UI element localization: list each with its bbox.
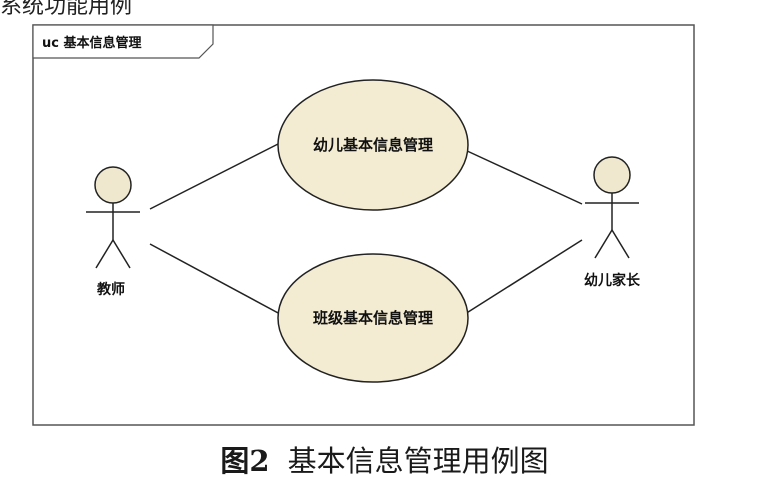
- actor-parent-left-leg: [594, 229, 613, 259]
- actor-teacher-label: 教师: [97, 281, 125, 298]
- figure-number: 图2: [220, 444, 270, 478]
- top-text-fragment: 系统功能用例: [0, 0, 133, 19]
- actor-parent-head: [593, 156, 631, 194]
- actor-teacher-left-leg: [95, 239, 114, 269]
- figure-caption: 图2 基本信息管理用例图: [0, 438, 769, 480]
- usecase-child-info-ellipse: [277, 79, 469, 211]
- usecase-child-info-label: 幼儿基本信息管理: [313, 136, 433, 154]
- figure-title: 基本信息管理用例图: [287, 444, 549, 478]
- actor-parent-label: 幼儿家长: [584, 272, 641, 289]
- actor-parent-right-leg: [611, 229, 630, 259]
- actor-teacher-right-leg: [112, 239, 131, 269]
- usecase-class-info-label: 班级基本信息管理: [313, 309, 433, 327]
- actor-teacher: 教师: [86, 166, 140, 298]
- frame-label-tab: [32, 24, 214, 59]
- association-teacher-class-info: [149, 243, 281, 315]
- association-teacher-child-info: [149, 142, 281, 210]
- actor-teacher-head: [94, 166, 132, 204]
- frame-label: uc 基本信息管理: [42, 35, 142, 51]
- actor-parent: 幼儿家长: [584, 156, 641, 289]
- usecase-class-info: 班级基本信息管理: [277, 253, 469, 383]
- association-parent-class-info: [464, 239, 583, 315]
- usecase-child-info: 幼儿基本信息管理: [277, 79, 469, 211]
- association-parent-child-info: [464, 149, 583, 205]
- usecase-class-info-ellipse: [277, 253, 469, 383]
- use-case-diagram: uc 基本信息管理 幼儿基本信息管理 班级基本信息管理 教师 幼儿家长: [32, 24, 695, 426]
